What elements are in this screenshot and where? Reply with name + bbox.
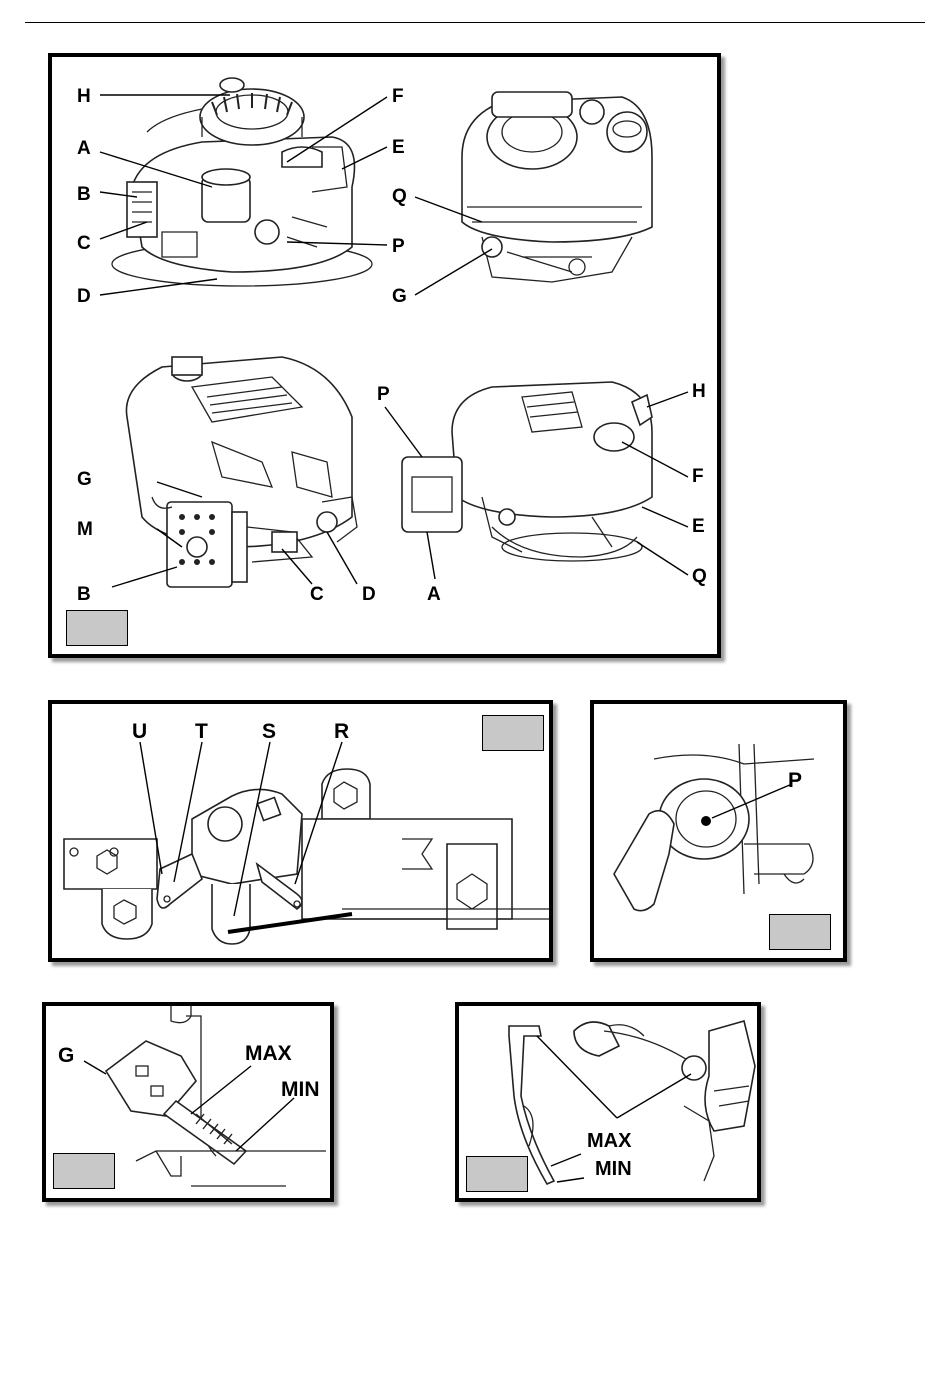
figure-primer-bulb: P (590, 700, 847, 962)
figure-number-badge (769, 914, 831, 950)
label-R: R (334, 721, 349, 742)
label-B: B (77, 185, 91, 204)
label-U: U (132, 721, 147, 742)
label-P: P (392, 237, 405, 256)
label-Q: Q (392, 187, 407, 206)
label-H-bottom: H (692, 382, 706, 401)
label-C: C (77, 234, 91, 253)
header-rule (25, 22, 925, 23)
label-G: G (392, 287, 407, 306)
engine-drawing-bottom-left (126, 357, 357, 587)
label-S: S (262, 721, 276, 742)
label-E-bottom: E (692, 517, 705, 536)
figure-number-badge (482, 715, 544, 751)
label-MIN: MIN (595, 1159, 632, 1179)
label-B-bottom: B (77, 585, 91, 604)
engine-drawing-top-right (462, 92, 652, 282)
label-D-bottom: D (362, 585, 376, 604)
engine-drawing-bottom-right (402, 382, 652, 561)
engine-drawing-top-left (112, 78, 372, 286)
label-MAX: MAX (245, 1043, 292, 1064)
label-C-bottom: C (310, 585, 324, 604)
figure-dipstick-check: MAX MIN (455, 1002, 761, 1202)
label-P-bottom: P (377, 385, 390, 404)
label-E: E (392, 138, 405, 157)
label-D: D (77, 287, 91, 306)
figure-number-badge (66, 610, 128, 646)
engine-drawings (52, 57, 717, 654)
label-F: F (392, 87, 404, 106)
linkage-drawing (52, 704, 549, 958)
figure-number-badge (466, 1156, 528, 1192)
label-G-bottom: G (77, 470, 92, 489)
figure-number-badge (53, 1153, 115, 1189)
label-F-bottom: F (692, 467, 704, 486)
label-Q-bottom: Q (692, 567, 707, 586)
label-T: T (195, 721, 208, 742)
label-G: G (58, 1045, 74, 1066)
label-A: A (77, 139, 91, 158)
label-A-bottom: A (427, 585, 441, 604)
label-M: M (77, 520, 93, 539)
label-MAX: MAX (587, 1131, 631, 1151)
figure-dipstick-level: G MAX MIN (42, 1002, 334, 1202)
label-P: P (788, 770, 802, 791)
label-H: H (77, 87, 91, 106)
label-MIN: MIN (281, 1079, 320, 1100)
figure-throttle-linkage: U T S R (48, 700, 553, 962)
figure-engine-overview: H A B C D F E P Q G G M B C D P H F E Q … (48, 53, 721, 658)
